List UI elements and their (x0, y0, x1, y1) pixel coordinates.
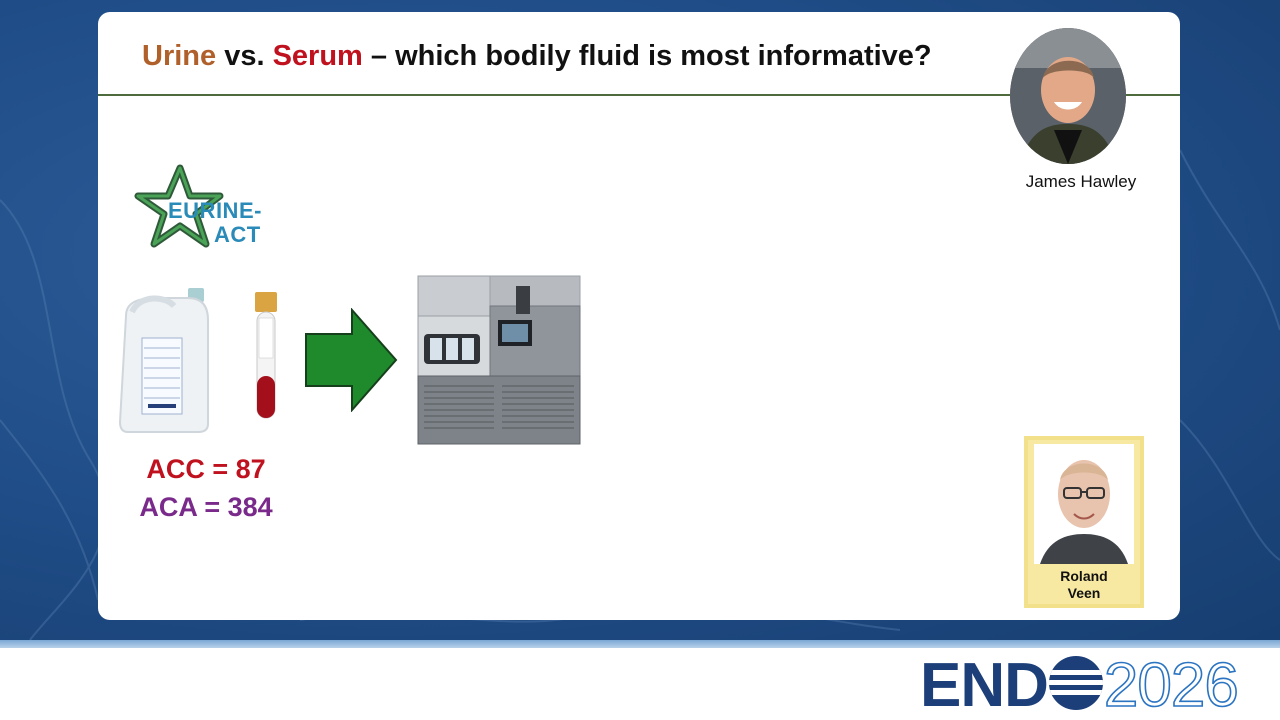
urine-container-icon (118, 286, 214, 434)
mass-spectrometer-icon (416, 274, 582, 446)
chair-card: Roland Veen (1024, 436, 1144, 608)
logo-line2: ACT (214, 222, 261, 247)
title-urine: Urine (142, 40, 217, 72)
globe-icon (1048, 656, 1103, 710)
chair-avatar (1034, 444, 1134, 564)
chair-name: Roland Veen (1024, 568, 1144, 602)
slide-title: Urine vs. Serum – which bodily fluid is … (142, 40, 932, 73)
title-vs: vs. (216, 40, 273, 72)
title-divider (98, 94, 1180, 96)
endo-brand: END (920, 651, 1049, 720)
speaker-name: James Hawley (1025, 172, 1137, 191)
acc-count: ACC = 87 (146, 454, 266, 484)
blood-tube-icon (252, 292, 280, 422)
slide-card: Urine vs. Serum – which bodily fluid is … (98, 12, 1180, 620)
footer-stripe (0, 640, 1280, 648)
logo-line1: EURINE- (168, 198, 262, 223)
eurine-act-logo: EURINE- ACT (132, 162, 282, 254)
endo-2026-logo: END 2026 (920, 654, 1270, 718)
title-serum: Serum (272, 40, 363, 72)
star-logo-icon (134, 164, 224, 248)
chair-first-name: Roland (1060, 568, 1108, 584)
aca-count: ACA = 384 (139, 492, 273, 522)
chair-last-name: Veen (1067, 585, 1101, 601)
right-arrow-icon (304, 307, 398, 413)
endo-year: 2026 (1103, 651, 1240, 720)
title-rest: – which bodily fluid is most informative… (362, 40, 932, 72)
speaker-avatar (1010, 28, 1126, 164)
